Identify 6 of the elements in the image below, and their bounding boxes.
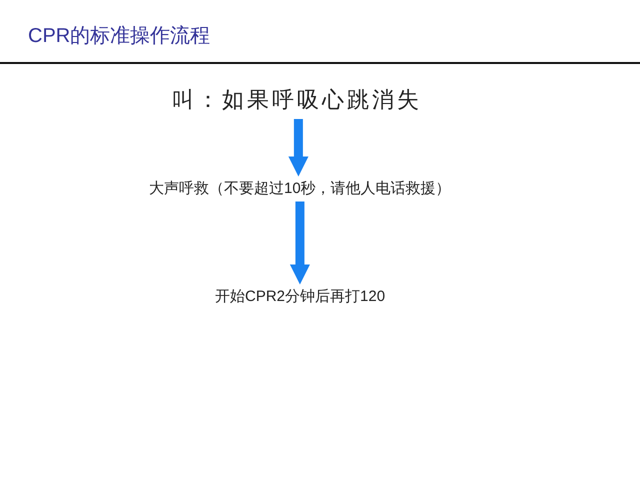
slide-title: CPR的标准操作流程 — [28, 24, 210, 49]
step-text: 叫：如果呼吸心跳消失 — [172, 85, 422, 115]
step-text: 大声呼救（不要超过10秒，请他人电话救援） — [149, 178, 451, 198]
step-text: 开始CPR2分钟后再打120 — [215, 286, 386, 306]
arrow — [288, 119, 308, 176]
arrow — [290, 202, 310, 284]
